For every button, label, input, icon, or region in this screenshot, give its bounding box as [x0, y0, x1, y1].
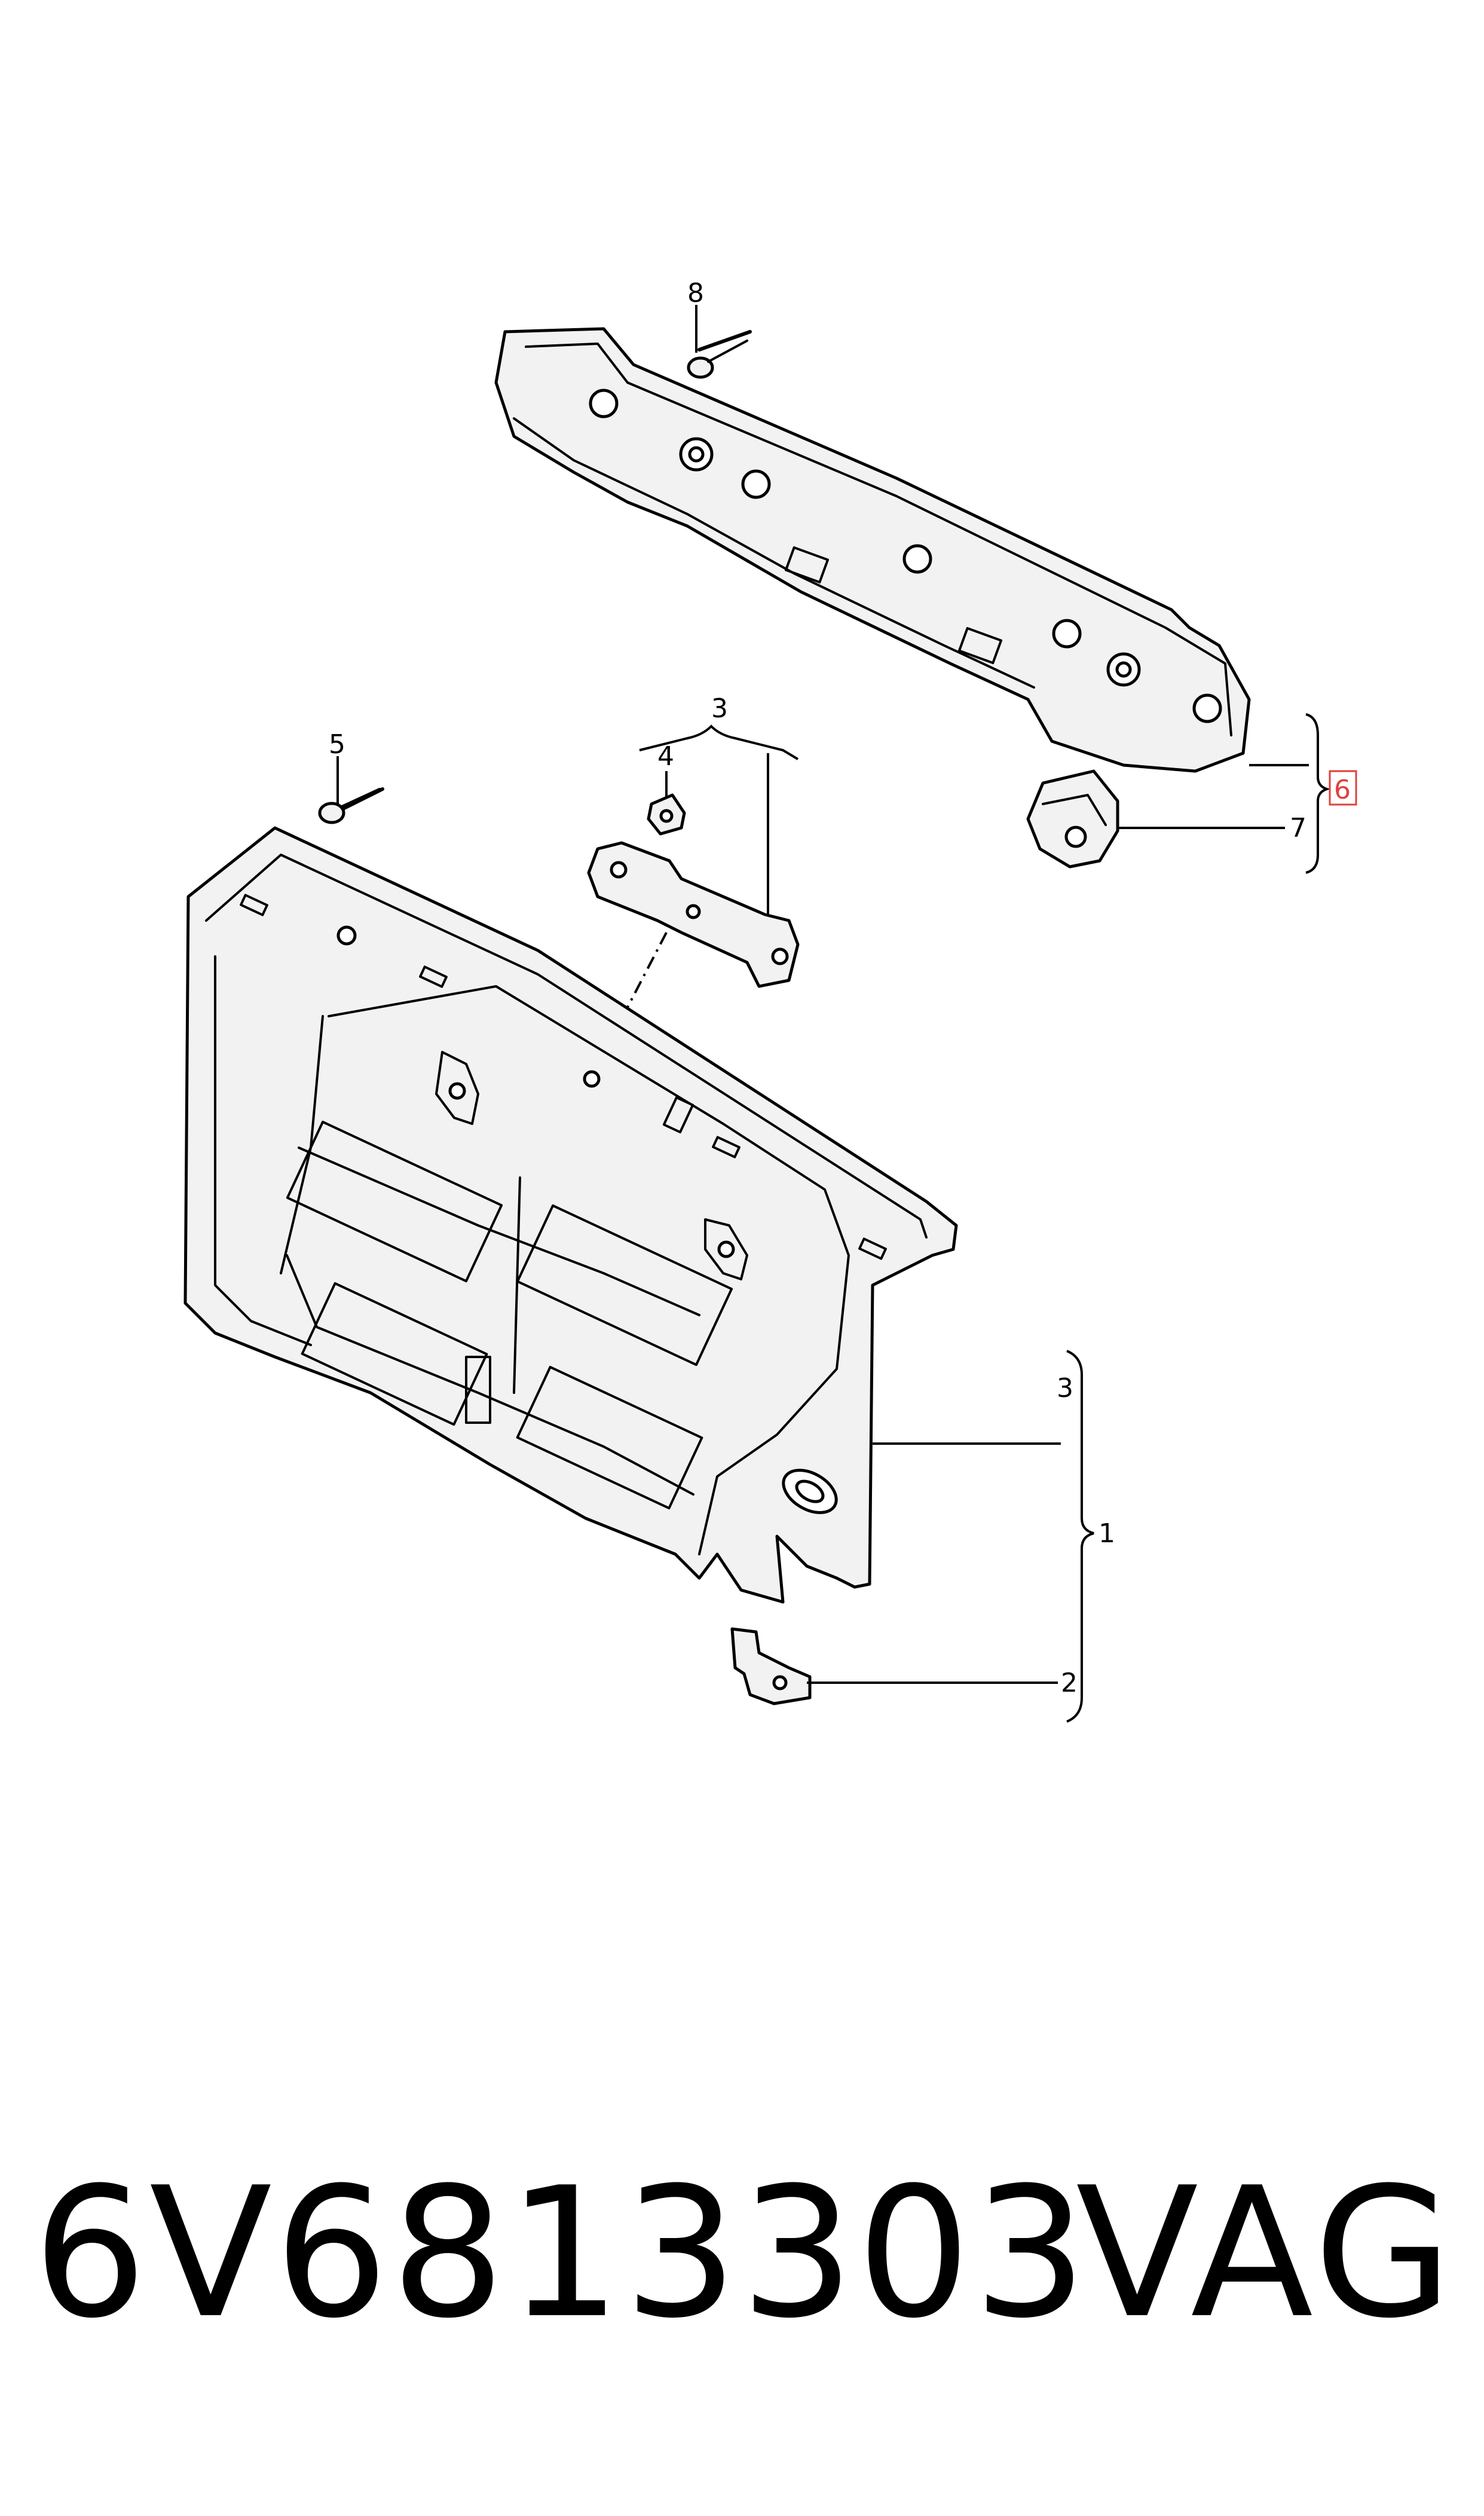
brace-6 — [1305, 713, 1331, 874]
bracket-2 — [730, 1627, 812, 1705]
callout-4: 4 — [657, 741, 674, 772]
brace-1 — [1066, 1350, 1094, 1723]
callout-1: 1 — [1099, 1518, 1115, 1549]
brand-label: VAG — [1076, 2149, 1457, 2358]
part-number: 6V6813303 — [33, 2149, 1090, 2358]
callout-5: 5 — [329, 729, 345, 760]
callout-7: 7 — [1290, 813, 1306, 843]
upper-cross-member — [494, 327, 1251, 773]
footer: 6V6813303 VAG — [0, 2128, 1484, 2379]
nut-4 — [647, 793, 686, 836]
parts-diagram: 8 7 6 3 4 5 — [183, 278, 1357, 1723]
callout-2: 2 — [1061, 1668, 1078, 1698]
bracket-7 — [1026, 769, 1119, 869]
highlight-box-6 — [1329, 770, 1357, 806]
screw-5 — [318, 787, 384, 824]
callout-8: 8 — [687, 278, 704, 308]
callout-6: 6 — [1334, 775, 1351, 805]
reinforcement-plate-3 — [587, 841, 800, 988]
callout-3-top: 3 — [711, 693, 728, 724]
rear-panel — [183, 826, 958, 1604]
callout-3-side: 3 — [1057, 1373, 1073, 1404]
brace-3-top — [639, 724, 799, 760]
screw-8 — [687, 330, 752, 379]
